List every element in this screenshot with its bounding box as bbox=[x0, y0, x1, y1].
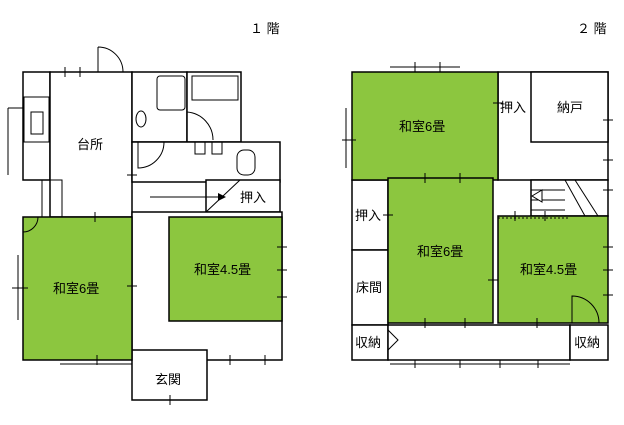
door-swing-icon bbox=[22, 216, 39, 233]
window-marks-2f bbox=[342, 62, 613, 368]
door-swing-icon bbox=[571, 295, 600, 324]
floor-1: １ 階 bbox=[7, 21, 287, 405]
washitsu-6-1f-label: 和室6畳 bbox=[53, 281, 99, 296]
washitsu-45-1f bbox=[168, 216, 283, 322]
shuno-right-label: 収納 bbox=[574, 335, 600, 350]
kitchen-label: 台所 bbox=[77, 137, 103, 152]
sink-icon bbox=[30, 111, 44, 135]
washitsu-6-mid-label: 和室6畳 bbox=[417, 244, 463, 259]
stair-diagonal bbox=[205, 179, 241, 213]
tokonoma-room bbox=[351, 249, 389, 326]
floor-1-left-wall-block bbox=[22, 71, 51, 181]
oshiire-top-label: 押入 bbox=[500, 100, 526, 115]
stove-icon bbox=[23, 96, 50, 143]
oshiire-left-room bbox=[351, 179, 389, 251]
washitsu-6-top-label: 和室6畳 bbox=[399, 119, 445, 134]
washitsu-45-1f-label: 和室4.5畳 bbox=[194, 262, 251, 277]
window-marks-1f bbox=[7, 67, 287, 405]
washitsu-45-2f bbox=[497, 215, 609, 324]
oshiire-left-label: 押入 bbox=[355, 208, 381, 223]
toilet-icon bbox=[236, 149, 256, 176]
tokonoma-label: 床間 bbox=[356, 280, 382, 295]
stair-arrow-icon bbox=[531, 189, 543, 203]
nando-room bbox=[530, 71, 609, 143]
floor-2-title: ２ 階 bbox=[577, 21, 607, 36]
floor-1-title: １ 階 bbox=[250, 21, 280, 36]
shuno-right-room bbox=[569, 324, 609, 361]
door-swing-icon bbox=[137, 141, 165, 169]
washbasin-icon bbox=[191, 75, 239, 101]
kitchen-room bbox=[49, 71, 133, 218]
shuno-left-label: 収納 bbox=[355, 335, 381, 350]
door-swing-icon bbox=[186, 111, 214, 141]
nando-label: 納戸 bbox=[557, 100, 583, 115]
washroom bbox=[186, 71, 242, 143]
door-swing-icon bbox=[97, 46, 124, 73]
washitsu-6-top bbox=[351, 71, 499, 181]
corridor-2f bbox=[387, 324, 571, 361]
shower-icon bbox=[135, 110, 147, 128]
oshiire-1f-label: 押入 bbox=[240, 190, 266, 205]
bathtub-icon bbox=[156, 75, 186, 111]
washitsu-6-mid bbox=[387, 177, 494, 324]
fixture-icon bbox=[211, 141, 223, 155]
genkan-label: 玄関 bbox=[155, 372, 181, 387]
cupboard-icon bbox=[41, 179, 63, 218]
stair-room bbox=[530, 179, 609, 217]
washitsu-6-1f bbox=[22, 216, 133, 361]
washitsu-45-2f-label: 和室4.5畳 bbox=[520, 262, 577, 277]
stairs-2f bbox=[531, 179, 599, 217]
closet-door-icon bbox=[387, 329, 399, 351]
bath-room bbox=[131, 71, 188, 143]
fixture-icon bbox=[194, 141, 206, 155]
floor-2: ２ 階 bbox=[342, 21, 613, 368]
